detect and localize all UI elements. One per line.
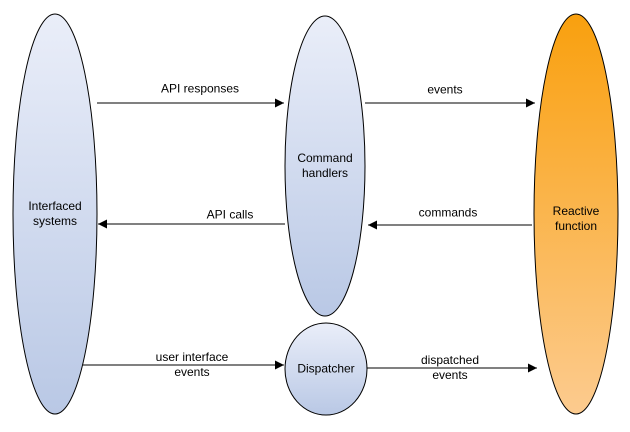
node-label-command-handlers: Command handlers [297,151,353,180]
node-dispatcher-shape [284,322,368,416]
node-label-interfaced-systems: Interfaced systems [28,199,82,228]
node-command-handlers-shape [284,15,366,317]
node-reactive-function-shape [533,13,619,415]
node-interfaced-systems-shape [12,13,98,415]
node-label-reactive-function: Reactive function [552,204,600,233]
node-label-dispatcher: Dispatcher [297,361,355,376]
